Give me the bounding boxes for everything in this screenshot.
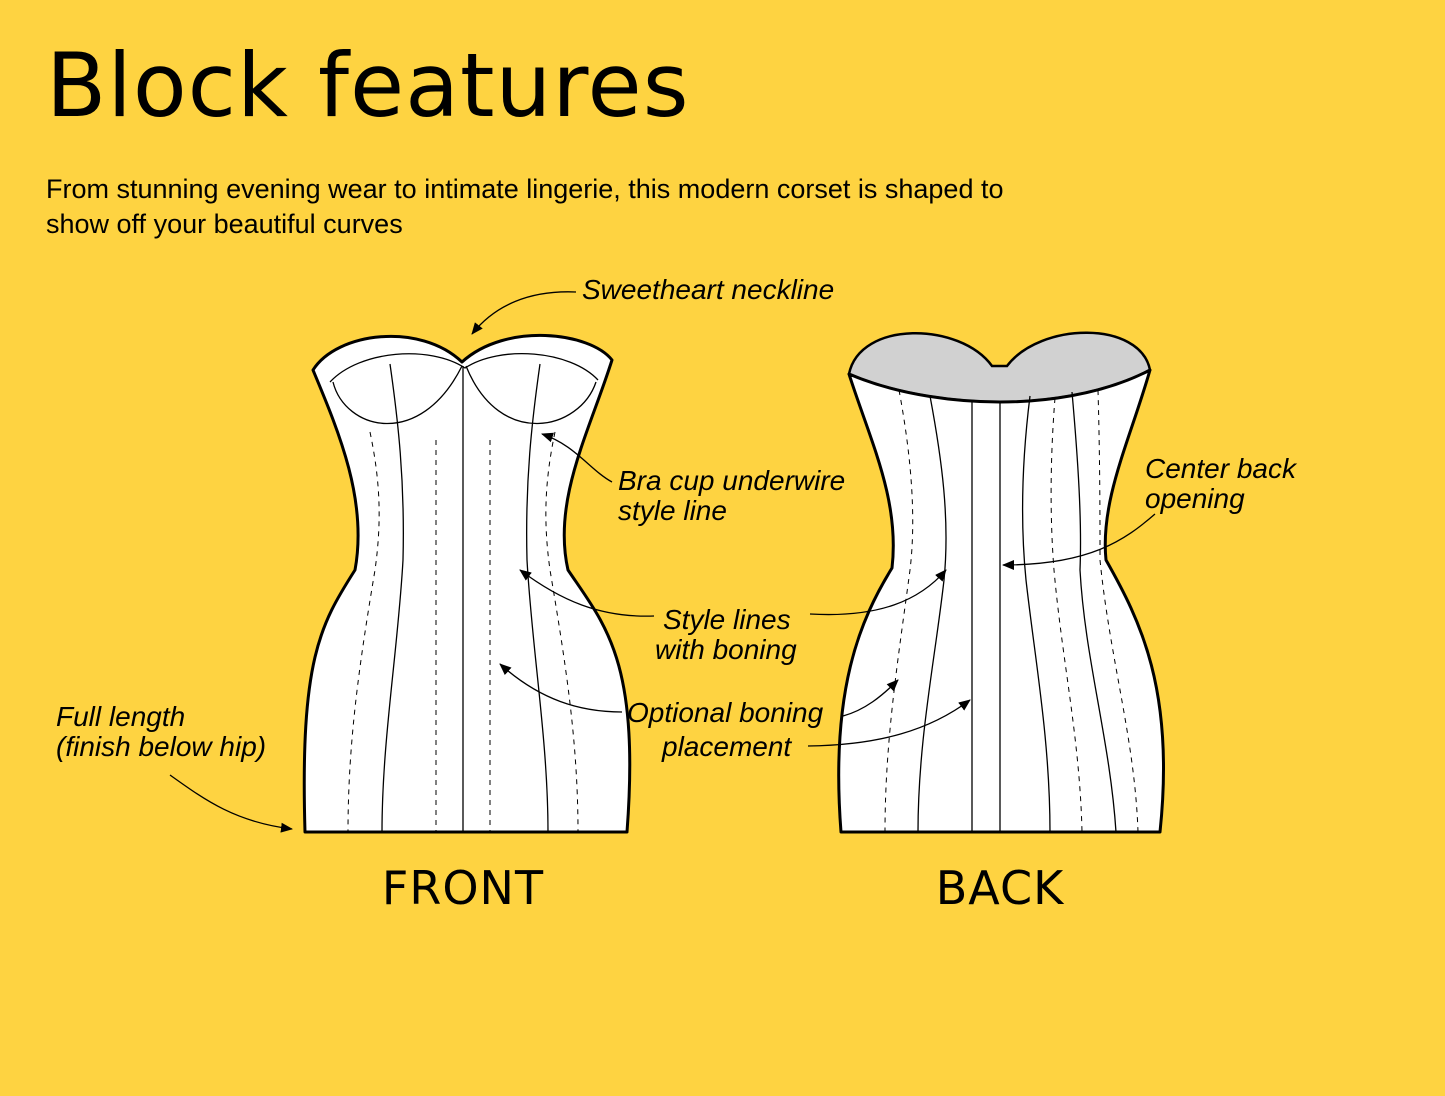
page-title: Block features [46, 34, 690, 137]
arrow-center-back [1002, 513, 1156, 570]
back-corset [837, 331, 1166, 834]
arrow-style-lines-back [809, 569, 947, 616]
front-neckline-trim [329, 353, 599, 383]
callout-bra-cup-2: style line [618, 495, 727, 526]
callout-arrows [169, 291, 1156, 833]
arrow-optional-back-1 [842, 679, 899, 717]
callout-full-length-1: Full length [56, 701, 185, 732]
back-outline [837, 368, 1166, 834]
arrow-sweetheart [471, 291, 577, 335]
front-boning-1 [347, 431, 380, 833]
callout-bra-cup-1: Bra cup underwire [618, 465, 845, 496]
front-corset [302, 334, 632, 834]
page-subtitle: From stunning evening wear to intimate l… [46, 174, 1004, 239]
back-style-line-3 [1071, 391, 1117, 833]
callout-optional-2: placement [661, 731, 792, 762]
arrow-style-lines-front [519, 569, 655, 617]
callout-center-back-2: opening [1145, 483, 1245, 514]
back-label: BACK [936, 861, 1065, 915]
front-outline [302, 334, 632, 834]
arrow-optional-back-2 [807, 699, 971, 747]
front-label: FRONT [382, 861, 544, 915]
callout-style-lines-1: Style lines [663, 604, 791, 635]
callout-sweetheart: Sweetheart neckline [582, 274, 834, 305]
back-boning-2 [1050, 397, 1083, 833]
callout-optional-1: Optional boning [627, 697, 824, 728]
callout-full-length-2: (finish below hip) [56, 731, 266, 762]
front-style-line-right [526, 363, 549, 833]
callout-center-back-1: Center back [1145, 453, 1298, 484]
front-boning-4 [545, 431, 579, 833]
arrow-optional-front [499, 663, 623, 713]
arrow-bra-cup [541, 432, 613, 483]
front-right-cup-underwire [465, 365, 597, 425]
front-left-cup-underwire [332, 365, 463, 425]
arrow-full-length [169, 774, 293, 833]
callout-style-lines-2: with boning [655, 634, 797, 665]
front-style-line-left [381, 363, 404, 833]
back-style-line-2 [1021, 395, 1051, 833]
